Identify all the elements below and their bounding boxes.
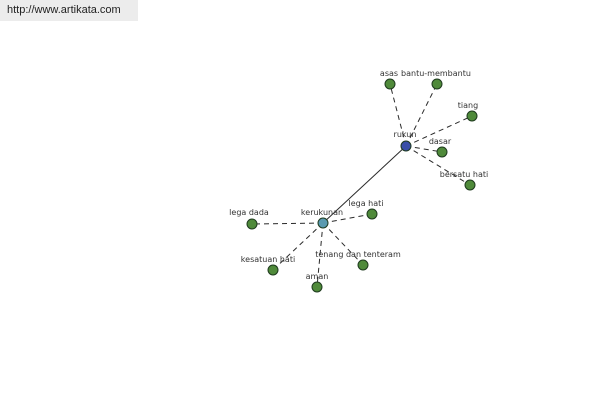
node-label-bersatu[interactable]: bersatu hati xyxy=(440,170,488,179)
node-label-tiang[interactable]: tiang xyxy=(458,101,478,110)
node-label-asas[interactable]: asas xyxy=(380,69,398,78)
node-kerukunan[interactable] xyxy=(317,217,329,229)
node-label-aman[interactable]: aman xyxy=(306,272,329,281)
node-label-legahati[interactable]: lega hati xyxy=(349,199,384,208)
edge-kerukunan-tenang xyxy=(322,222,364,266)
edge-rukun-tiang xyxy=(405,115,473,147)
edge-rukun-dasar xyxy=(405,145,443,153)
edge-rukun-asas xyxy=(389,83,407,147)
node-kesatuan[interactable] xyxy=(267,264,279,276)
node-label-dasar[interactable]: dasar xyxy=(429,137,452,146)
node-label-legadada[interactable]: lega dada xyxy=(229,208,269,217)
node-label-rukun[interactable]: rukun xyxy=(394,130,417,139)
node-legadada[interactable] xyxy=(246,218,258,230)
node-label-tenang[interactable]: tenang dan tenteram xyxy=(315,250,401,259)
node-asas[interactable] xyxy=(384,78,396,90)
source-url-badge[interactable]: http://www.artikata.com xyxy=(0,0,138,21)
edge-kerukunan-legadada xyxy=(251,222,324,225)
node-tenang[interactable] xyxy=(357,259,369,271)
graph-edges xyxy=(251,83,473,288)
edge-rukun-bantu xyxy=(405,83,438,147)
node-aman[interactable] xyxy=(311,281,323,293)
node-dasar[interactable] xyxy=(436,146,448,158)
node-bersatu[interactable] xyxy=(464,179,476,191)
node-legahati[interactable] xyxy=(366,208,378,220)
edge-rukun-kerukunan xyxy=(322,145,407,224)
node-tiang[interactable] xyxy=(466,110,478,122)
node-rukun[interactable] xyxy=(400,140,412,152)
node-label-kerukunan[interactable]: kerukunan xyxy=(301,208,343,217)
graph-nodes xyxy=(246,78,478,293)
node-label-kesatuan[interactable]: kesatuan hati xyxy=(241,255,295,264)
node-bantu[interactable] xyxy=(431,78,443,90)
edge-rukun-bersatu xyxy=(405,145,471,186)
edge-kerukunan-kesatuan xyxy=(272,222,324,271)
edge-kerukunan-aman xyxy=(316,222,324,288)
node-label-bantu[interactable]: bantu-membantu xyxy=(401,69,471,78)
